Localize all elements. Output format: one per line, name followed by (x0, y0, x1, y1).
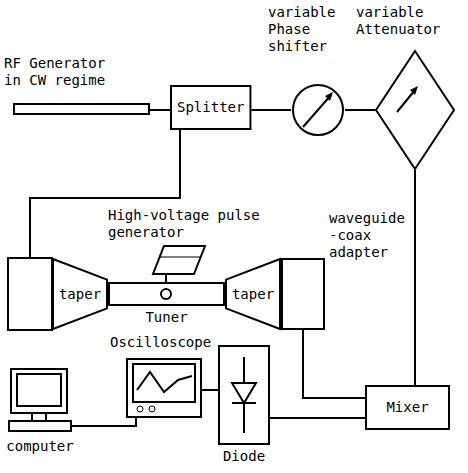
diode-detector: Diode (216, 345, 272, 467)
waveguide-adapter-outline (281, 258, 325, 330)
oscilloscope-outline (126, 358, 202, 418)
node-label: variable Phase shifter (268, 4, 348, 54)
node-label: taper (59, 286, 101, 303)
oscilloscope: Oscilloscope (110, 334, 214, 424)
tuner: Tuner (108, 282, 225, 328)
splitter-box: Splitter (170, 85, 251, 130)
taper-left: taper (52, 258, 108, 330)
computer: computer (4, 360, 84, 460)
generator-box-outline (13, 103, 150, 115)
phase-shifter: variable Phase shifter (262, 4, 352, 140)
computer-outline (8, 368, 72, 432)
node-label: Splitter (177, 99, 244, 116)
attenuator-diamond-outline (375, 50, 455, 170)
mixer-box: Mixer (365, 385, 450, 430)
connector (72, 418, 136, 426)
phase-shifter-outline (291, 83, 345, 137)
node-label: taper (232, 286, 274, 303)
connector (202, 389, 218, 391)
generator-box: RF Generator in CW regime (4, 55, 154, 117)
connector (345, 109, 375, 111)
diode-detector-outline (218, 345, 270, 445)
connector (165, 275, 167, 282)
connector (251, 109, 291, 111)
connector (270, 417, 365, 419)
attenuator-diamond: variable Attenuator (352, 4, 464, 174)
tuner-outline (108, 282, 225, 306)
node-label: Tuner (145, 309, 187, 326)
pulse-generator: High-voltage pulse generator (108, 207, 266, 277)
node-label: Mixer (386, 399, 428, 416)
node-label: variable Attenuator (356, 4, 464, 38)
node-label: RF Generator in CW regime (4, 55, 124, 89)
node-label: Oscilloscope (110, 334, 214, 351)
node-label: High-voltage pulse generator (108, 207, 266, 241)
connector (150, 109, 170, 111)
waveguide-adapter (8, 258, 52, 330)
taper-right: taper (225, 258, 281, 330)
node-label: waveguide -coax adapter (329, 210, 419, 260)
pulse-generator-outline (152, 245, 206, 275)
node-label: Diode (223, 448, 265, 465)
connector (414, 170, 416, 385)
node-label: computer (6, 438, 73, 455)
waveguide-adapter: waveguide -coax adapter (281, 210, 421, 330)
connector (303, 330, 365, 398)
